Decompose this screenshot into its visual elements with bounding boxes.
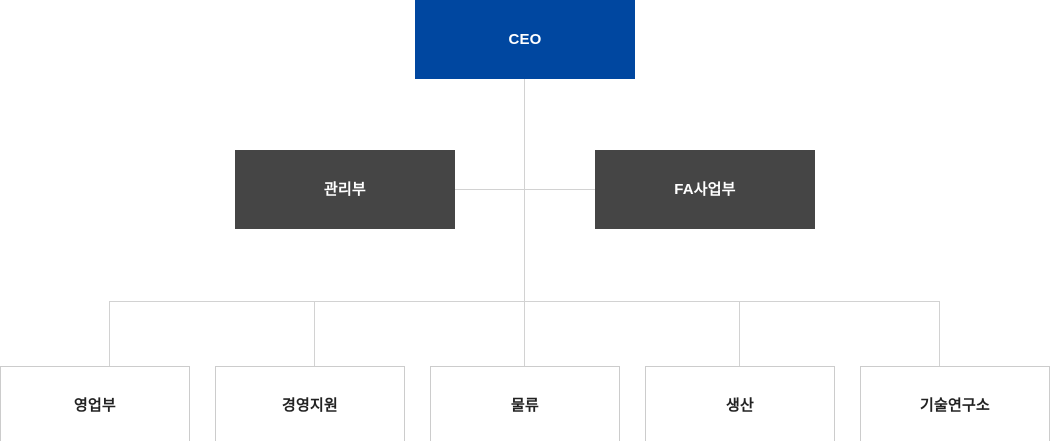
node-ceo: CEO (415, 0, 635, 79)
node-team-logistics: 물류 (430, 366, 620, 441)
node-team-management-support-label: 경영지원 (281, 397, 338, 414)
node-team-sales: 영업부 (0, 366, 190, 441)
connector-team-1-vertical (109, 301, 110, 366)
node-department-fa-business-label: FA사업부 (674, 181, 736, 198)
node-department-management-label: 관리부 (323, 181, 366, 198)
connector-ceo-vertical (524, 79, 525, 301)
connector-team-5-vertical (939, 301, 940, 366)
node-team-production: 생산 (645, 366, 835, 441)
node-team-management-support: 경영지원 (215, 366, 405, 441)
connector-team-3-vertical (524, 301, 525, 366)
node-department-management: 관리부 (235, 150, 455, 229)
node-department-fa-business: FA사업부 (595, 150, 815, 229)
node-team-rnd-institute-label: 기술연구소 (919, 397, 990, 414)
connector-team-2-vertical (314, 301, 315, 366)
node-ceo-label: CEO (508, 31, 542, 48)
node-team-production-label: 생산 (725, 397, 754, 414)
connector-team-4-vertical (739, 301, 740, 366)
connector-dept-horizontal (455, 189, 595, 190)
node-team-logistics-label: 물류 (510, 397, 539, 414)
node-team-sales-label: 영업부 (73, 397, 116, 414)
node-team-rnd-institute: 기술연구소 (860, 366, 1050, 441)
